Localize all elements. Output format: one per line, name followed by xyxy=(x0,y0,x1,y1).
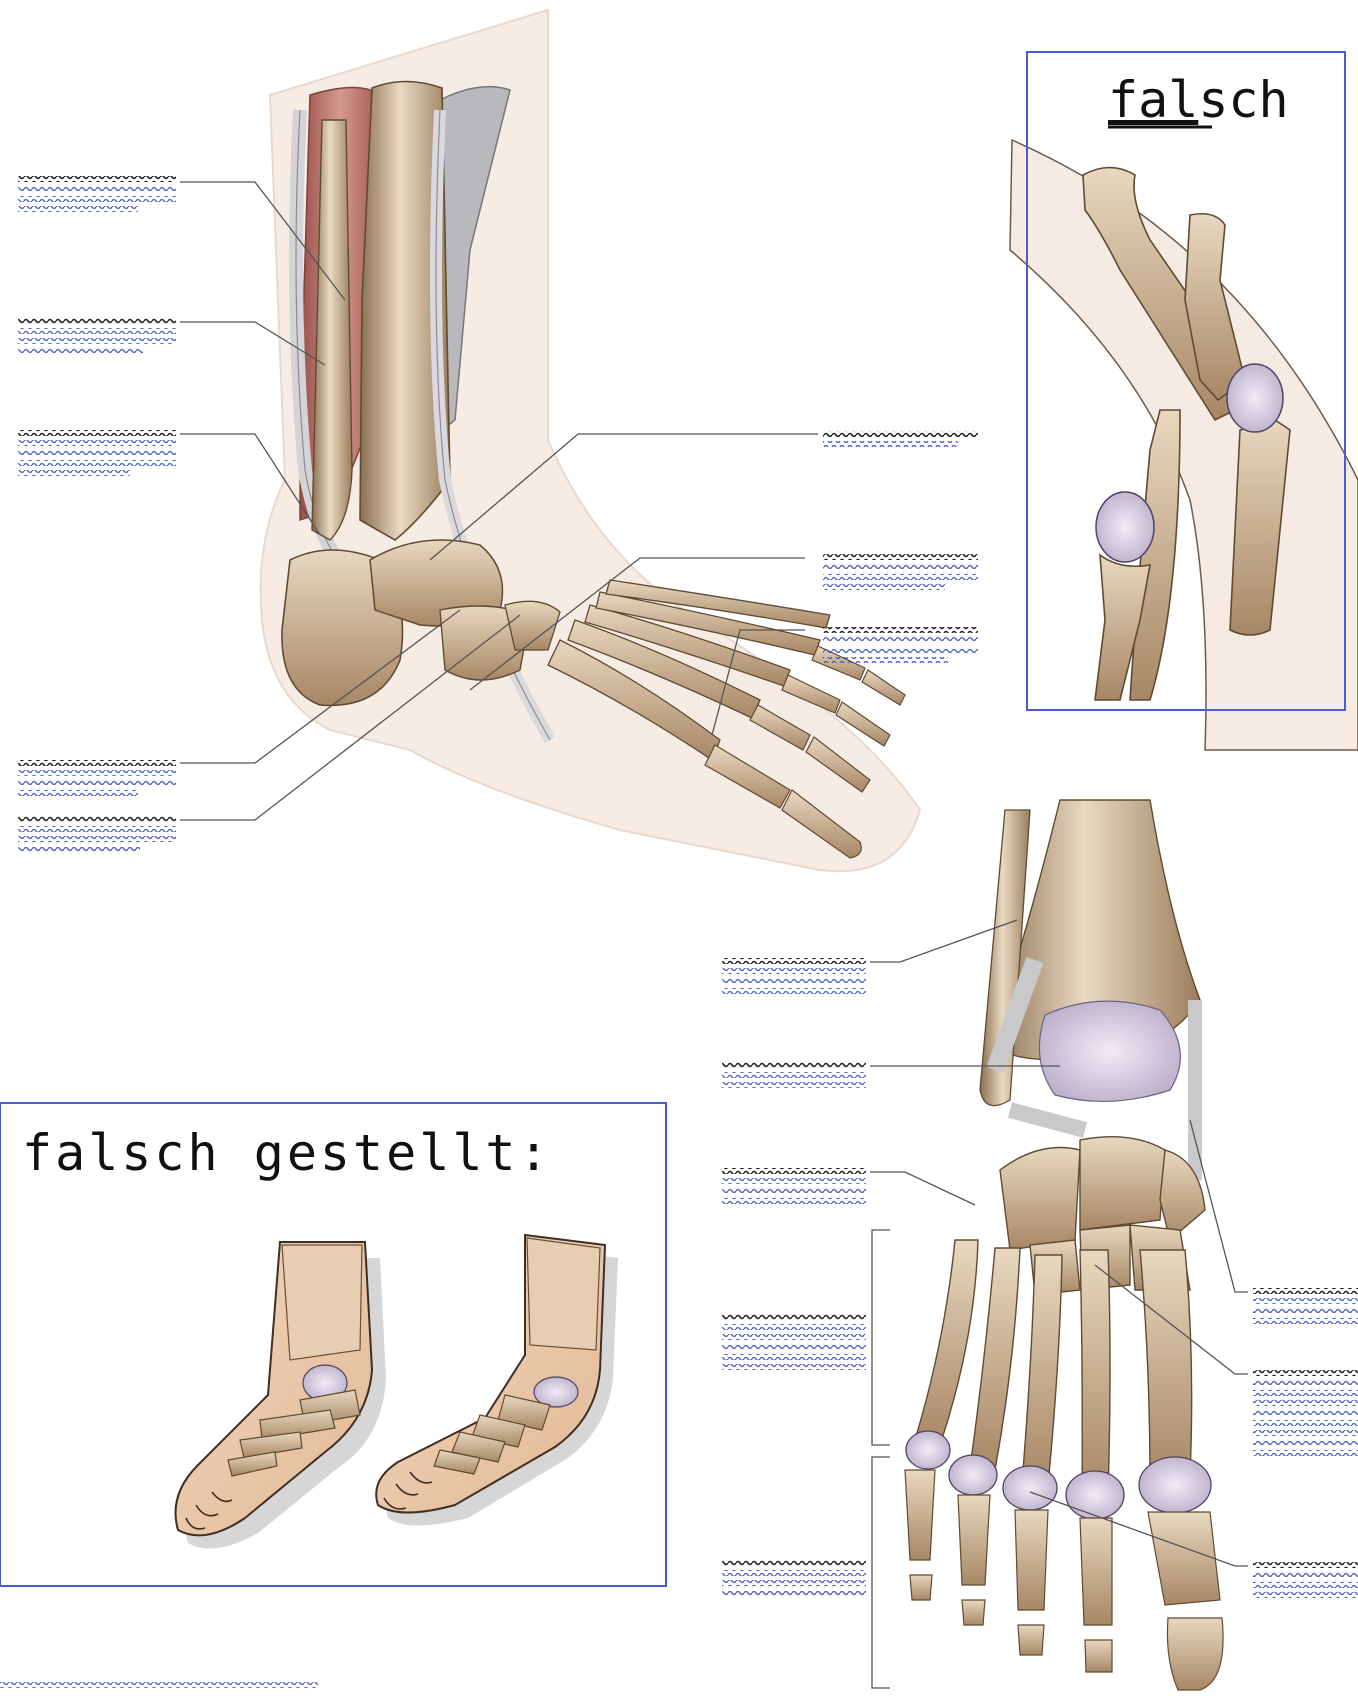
title-underlined-part: fal xyxy=(1108,71,1198,129)
foot-dorsal-illustration xyxy=(870,800,1248,1690)
hallux-valgus-illustration xyxy=(1010,52,1358,750)
ankle-lateral-illustration xyxy=(180,10,920,871)
footer-placeholder xyxy=(0,1682,318,1688)
panel-title-bottom-left: falsch gestellt: xyxy=(22,1124,552,1182)
title-rest-part: sch xyxy=(1198,71,1288,129)
panel-title-top-right: falsch xyxy=(1108,71,1289,129)
